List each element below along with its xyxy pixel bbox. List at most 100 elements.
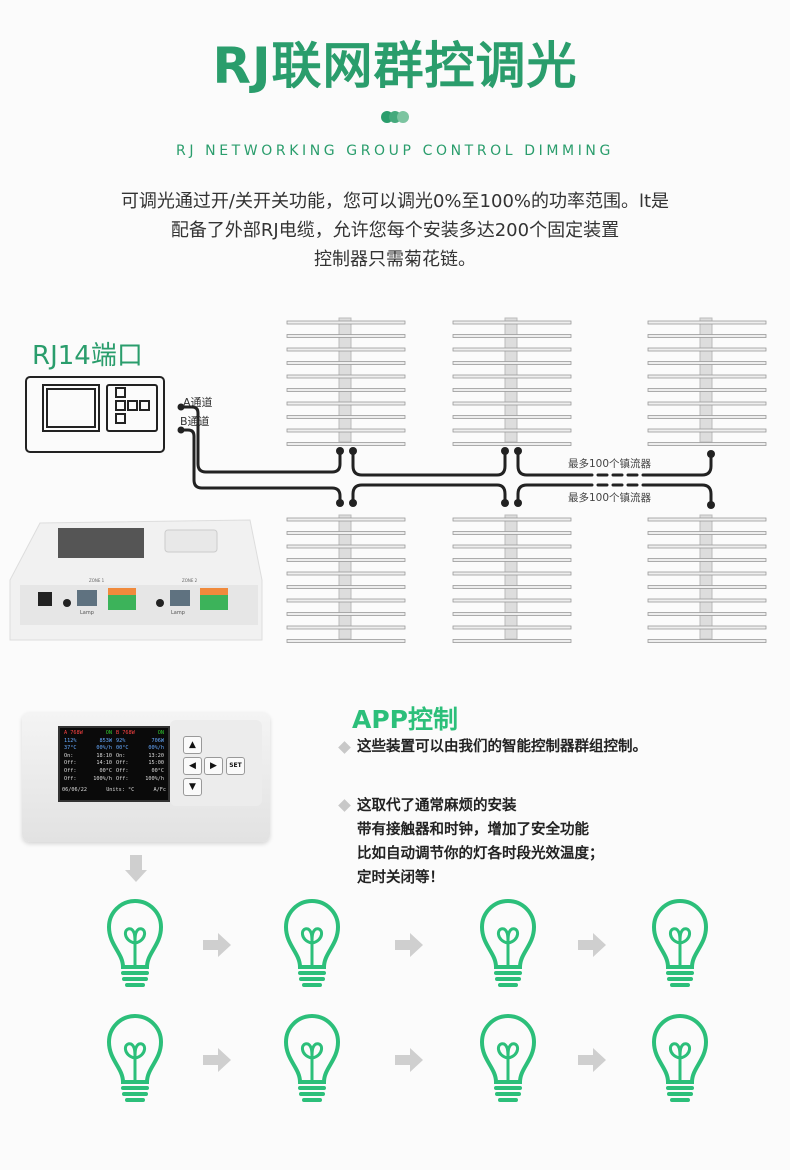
controller-outline-icon xyxy=(25,376,165,453)
bulb-sequence xyxy=(106,855,709,1102)
screen-footer: 06/06/22 Units: °C A/Fc xyxy=(62,787,166,795)
right-key[interactable]: ▶ xyxy=(204,757,223,775)
down-key[interactable]: ▼ xyxy=(183,778,202,796)
bullet-line: 带有接触器和时钟，增加了安全功能 xyxy=(357,822,589,838)
left-key[interactable]: ◀ xyxy=(183,757,202,775)
screen-row: 37°C 00%/h 00°C 00%/h xyxy=(62,745,166,753)
up-key[interactable]: ▲ xyxy=(183,736,202,754)
bullet-diamond-icon xyxy=(338,799,351,812)
screen-value: 00°C xyxy=(99,767,113,774)
right-arrow-icon xyxy=(203,1048,231,1072)
bullet-line: 这取代了通常麻烦的安装 xyxy=(357,798,517,814)
screen-value: 853W xyxy=(99,737,113,744)
led-fixture-icon xyxy=(647,317,767,446)
screen-value: 37°C xyxy=(64,745,77,752)
page-title: RJ联网群控调光 xyxy=(212,37,578,95)
down-arrow-icon xyxy=(125,855,147,882)
wiring-diagram xyxy=(9,317,767,643)
led-fixture-icon xyxy=(286,514,406,643)
bullet-diamond-icon xyxy=(338,741,351,754)
led-fixture-icon xyxy=(452,514,572,643)
lightbulb-icon xyxy=(283,1014,341,1102)
intro-line: 配备了外部RJ电缆，允许您每个安装多达200个固定装置 xyxy=(170,220,620,241)
screen-value: 18:10 xyxy=(96,752,112,759)
right-arrow-icon xyxy=(395,933,423,957)
screen-value: Off: xyxy=(116,760,129,767)
lightbulb-icon xyxy=(651,899,709,987)
screen-footer-value: A/Fc xyxy=(153,787,166,794)
rj14-port-title: RJ14端口 xyxy=(32,341,143,371)
decorative-dots xyxy=(381,111,411,123)
screen-row: On: 18:10 On: 13:20 xyxy=(62,753,166,761)
ballast-note-b: 最多100个镇流器 xyxy=(568,492,652,504)
screen-value: 14:10 xyxy=(96,760,112,767)
fixtures-group xyxy=(286,317,767,643)
screen-value: On: xyxy=(64,752,74,759)
screen-value: Off: xyxy=(64,760,77,767)
screen-value: 00°C xyxy=(116,745,129,752)
intro-line: 可调光通过开/关开关功能，您可以调光0%至100%的功率范围。lt是 xyxy=(120,191,670,212)
right-arrow-icon xyxy=(578,933,606,957)
bullet-2: 这取代了通常麻烦的安装 带有接触器和时钟，增加了安全功能 比如自动调节你的灯各时… xyxy=(357,794,604,890)
led-fixture-icon xyxy=(286,317,406,446)
screen-value: Off: xyxy=(64,775,77,782)
screen-value: 92% xyxy=(116,737,126,744)
lightbulb-icon xyxy=(106,1014,164,1102)
zone2-label: ZONE 2 xyxy=(182,578,198,583)
screen-value: Off: xyxy=(116,767,129,774)
screen-value: 15:00 xyxy=(148,760,164,767)
zone1-label: ZONE 1 xyxy=(89,578,105,583)
screen-footer-value: Units: °C xyxy=(106,787,135,794)
screen-value: 100%/h xyxy=(93,775,112,782)
screen-value: Off: xyxy=(116,775,129,782)
led-fixture-icon xyxy=(452,317,572,446)
screen-footer-value: 06/06/22 xyxy=(62,787,87,794)
keypad: ▲ ◀ ▶ SET ▼ xyxy=(170,720,262,806)
bullet-line: 比如自动调节你的灯各时段光效温度； xyxy=(357,846,604,862)
screen-row: Off: 14:10 Off: 15:00 xyxy=(62,760,166,768)
intro-line: 控制器只需菊花链。 xyxy=(314,249,476,270)
screen-value: 00%/h xyxy=(96,745,112,752)
channel-b-label: B通道 xyxy=(180,415,210,428)
app-control-title: APP控制 xyxy=(352,705,458,734)
screen-value: ON xyxy=(105,730,112,736)
screen-value: A 768W xyxy=(64,730,83,736)
led-fixture-icon xyxy=(647,514,767,643)
page-subtitle: RJ NETWORKING GROUP CONTROL DIMMING xyxy=(176,143,614,159)
screen-value: 100%/h xyxy=(145,775,164,782)
lightbulb-icon xyxy=(651,1014,709,1102)
intro-text: 可调光通过开/关开关功能，您可以调光0%至100%的功率范围。lt是 配备了外部… xyxy=(60,187,730,274)
screen-value: B 768W xyxy=(116,730,135,736)
screen-value: 00%/h xyxy=(148,745,164,752)
channel-a-label: A通道 xyxy=(183,396,213,409)
screen-value: 706W xyxy=(151,737,165,744)
lamp-label: Lamp xyxy=(80,610,94,616)
screen-row: Off: 100%/h Off: 100%/h xyxy=(62,776,166,784)
screen-value: On: xyxy=(116,752,126,759)
screen-value: Off: xyxy=(64,767,77,774)
right-arrow-icon xyxy=(578,1048,606,1072)
bullet-1: 这些装置可以由我们的智能控制器群组控制。 xyxy=(357,739,647,755)
lightbulb-icon xyxy=(283,899,341,987)
bullet-line: 定时关闭等！ xyxy=(357,870,444,886)
screen-value: ON xyxy=(157,730,164,736)
controller-device-photo xyxy=(9,519,263,641)
right-arrow-icon xyxy=(395,1048,423,1072)
wire-terminals xyxy=(177,403,715,509)
lightbulb-icon xyxy=(479,1014,537,1102)
wires xyxy=(179,405,713,507)
screen-value: 13:20 xyxy=(148,752,164,759)
screen-value: 00°C xyxy=(151,767,165,774)
set-key[interactable]: SET xyxy=(226,757,245,775)
lamp-label: Lamp xyxy=(171,610,185,616)
lightbulb-icon xyxy=(479,899,537,987)
screen-value: 112% xyxy=(64,737,77,744)
lightbulb-icon xyxy=(106,899,164,987)
right-arrow-icon xyxy=(203,933,231,957)
screen-row: A 768W ON B 768W ON xyxy=(62,730,166,738)
ballast-note-a: 最多100个镇流器 xyxy=(568,458,652,470)
